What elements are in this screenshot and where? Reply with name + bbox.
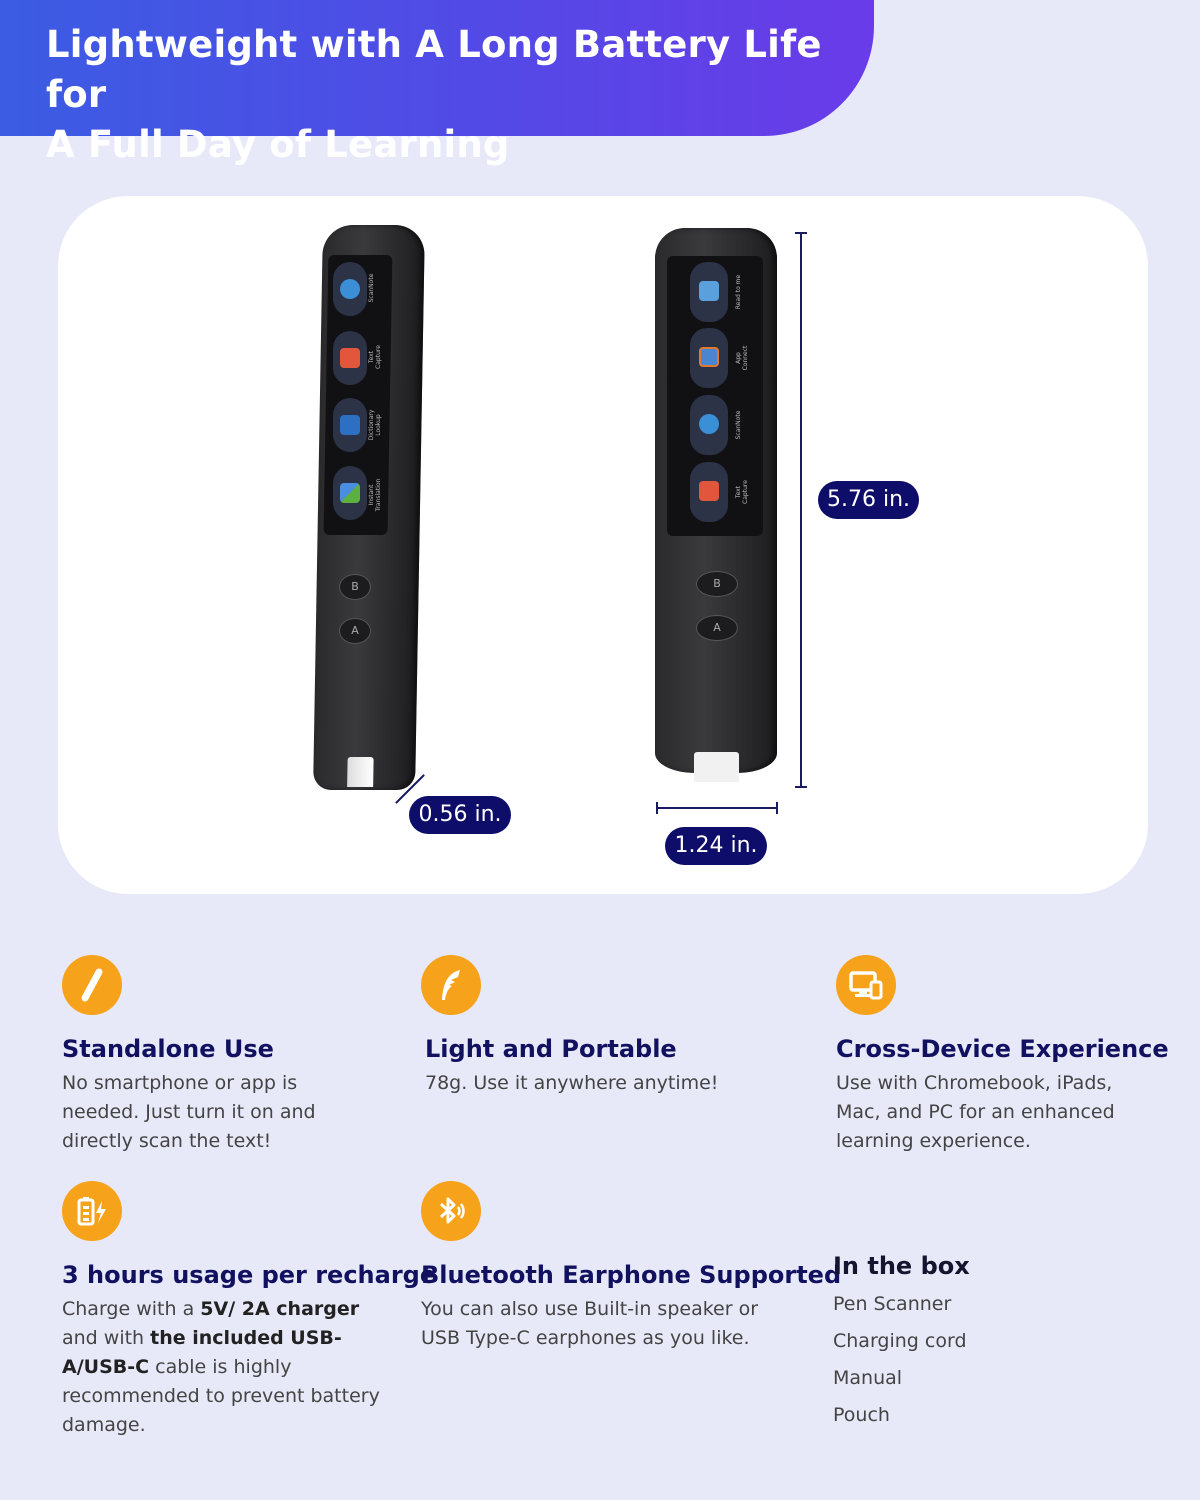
dictionary-icon <box>340 415 360 435</box>
app-scannote[interactable] <box>690 395 728 455</box>
feature-cross-device: Cross-Device Experience Use with Chromeb… <box>836 955 1181 1156</box>
depth-label: 0.56 in. <box>409 796 511 834</box>
app-instant-translation[interactable] <box>333 466 367 520</box>
app-label: App Connect <box>735 345 749 371</box>
feature-body: 78g. Use it anywhere anytime! <box>425 1072 719 1094</box>
app-label: Instant Translation <box>368 478 382 512</box>
width-tick <box>776 802 778 814</box>
button-a[interactable]: A <box>339 618 371 644</box>
app-label: Text Capture <box>735 480 749 504</box>
app-label: ScanNote <box>735 410 742 440</box>
feature-title: Bluetooth Earphone Supported <box>421 1261 842 1289</box>
body-text: cable is highly recommended to prevent b… <box>62 1356 380 1436</box>
feature-body: No smartphone or app is needed. Just tur… <box>62 1072 316 1152</box>
body-text: and with <box>62 1327 151 1349</box>
app-text-capture[interactable] <box>333 331 367 385</box>
app-app-connect[interactable] <box>690 328 728 388</box>
translation-icon <box>340 483 360 503</box>
feature-title: Light and Portable <box>425 1035 677 1063</box>
box-item: Pouch <box>833 1404 890 1426</box>
button-b[interactable]: B <box>339 574 371 600</box>
feature-body: You can also use Built-in speaker or USB… <box>421 1298 759 1349</box>
height-tick <box>795 232 807 234</box>
feature-standalone-use: Standalone Use No smartphone or app is n… <box>62 955 407 1156</box>
width-dimension-line <box>656 807 778 809</box>
box-item: Charging cord <box>833 1330 967 1352</box>
read-to-me-icon <box>699 281 719 301</box>
title-line-2: A Full Day of Learning <box>46 123 510 166</box>
button-a[interactable]: A <box>696 615 738 641</box>
feature-bluetooth: Bluetooth Earphone Supported You can als… <box>421 1181 842 1353</box>
scannote-icon <box>340 279 360 299</box>
text-capture-icon <box>340 348 360 368</box>
feature-body: Use with Chromebook, iPads, Mac, and PC … <box>836 1072 1115 1152</box>
app-label: Text Capture <box>368 345 382 369</box>
battery-charging-icon <box>62 1181 122 1241</box>
app-read-to-me[interactable] <box>690 262 728 322</box>
app-label: Dictionary Lookup <box>368 409 382 441</box>
bluetooth-audio-icon <box>421 1181 481 1241</box>
feature-title: Cross-Device Experience <box>836 1035 1169 1063</box>
text-capture-icon <box>699 481 719 501</box>
scanner-tip <box>347 757 374 787</box>
height-label: 5.76 in. <box>818 481 919 519</box>
scanner-tip <box>694 752 739 782</box>
scannote-icon <box>699 414 719 434</box>
in-the-box-title: In the box <box>833 1252 970 1280</box>
feature-title: Standalone Use <box>62 1035 274 1063</box>
width-label: 1.24 in. <box>665 827 767 865</box>
feature-battery: 3 hours usage per recharge Charge with a… <box>62 1181 437 1440</box>
body-bold: 5V/ 2A charger <box>200 1298 360 1320</box>
devices-icon <box>836 955 896 1015</box>
button-b[interactable]: B <box>696 571 738 597</box>
feature-title: 3 hours usage per recharge <box>62 1261 437 1289</box>
app-dictionary-lookup[interactable] <box>333 398 367 452</box>
feature-body: Charge with a 5V/ 2A charger and with th… <box>62 1295 382 1440</box>
feature-light-portable: Light and Portable 78g. Use it anywhere … <box>421 955 766 1098</box>
width-tick <box>656 802 658 814</box>
header-banner: Lightweight with A Long Battery Life for… <box>0 0 874 166</box>
box-item: Manual <box>833 1367 903 1389</box>
app-connect-icon <box>699 347 719 367</box>
title-line-1: Lightweight with A Long Battery Life for <box>46 23 822 116</box>
pen-icon <box>62 955 122 1015</box>
product-card <box>58 196 1148 894</box>
height-dimension-line <box>800 232 802 788</box>
box-item: Pen Scanner <box>833 1293 952 1315</box>
app-label: ScanNote <box>368 273 375 303</box>
page-title: Lightweight with A Long Battery Life for… <box>46 20 874 170</box>
app-text-capture[interactable] <box>690 462 728 522</box>
app-scannote[interactable] <box>333 262 367 316</box>
body-text: Charge with a <box>62 1298 201 1320</box>
height-tick <box>795 786 807 788</box>
feather-icon <box>421 955 481 1015</box>
body-bold: the included USB-A/USB-C <box>62 1327 342 1378</box>
app-label: Read to me <box>735 274 742 310</box>
